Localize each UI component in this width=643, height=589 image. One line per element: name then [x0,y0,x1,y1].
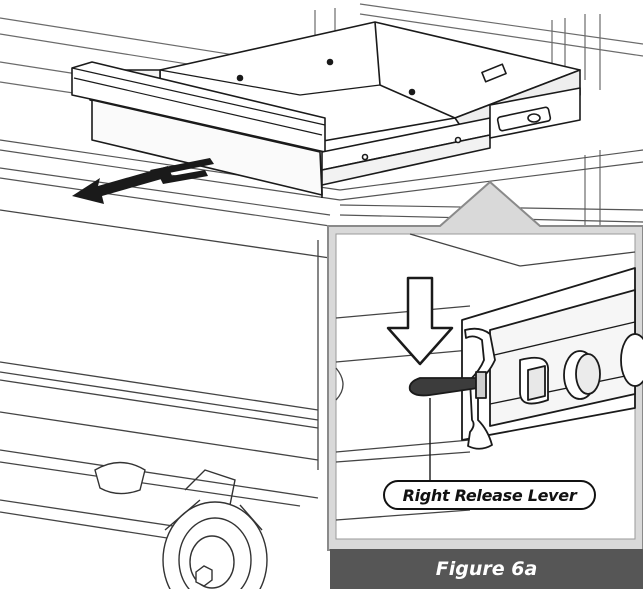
figure-caption: Figure 6a [330,549,643,589]
cabinet-back [0,3,643,230]
upper-drawer [71,21,581,198]
right-release-lever-label: Right Release Lever [383,480,596,510]
press-down-arrow-icon [386,276,454,366]
caster-wheel [94,461,268,589]
pull-direction-arrow-icon [72,158,214,204]
lower-drawer [0,209,331,541]
